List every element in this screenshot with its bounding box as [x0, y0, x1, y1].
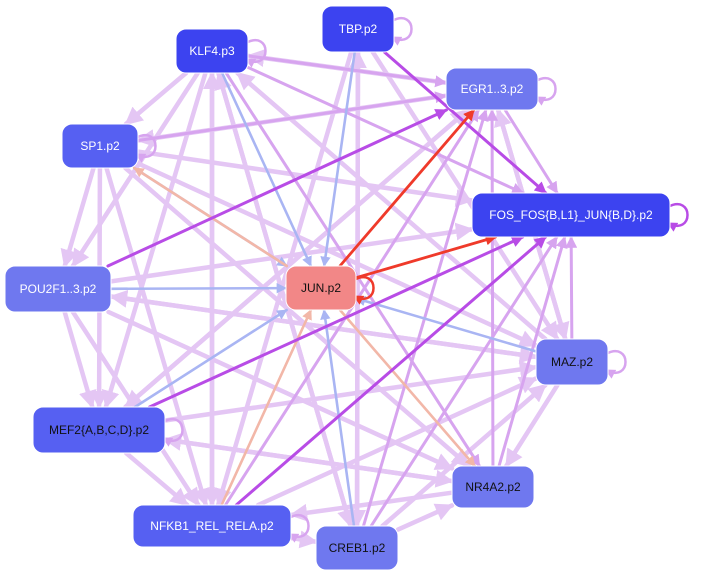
edge-klf4-to-jun: [220, 71, 313, 268]
node-label-egr: EGR1..3.p2: [461, 82, 524, 96]
node-jun[interactable]: JUN.p2: [285, 265, 357, 311]
edge-jun-to-nr4: [338, 308, 477, 468]
node-sp1[interactable]: SP1.p2: [61, 123, 139, 169]
edge-tbp-to-fos: [382, 50, 548, 195]
node-box-jun: [285, 265, 357, 311]
edge-klf4-to-fos: [246, 65, 525, 195]
edge-creb-to-maz: [380, 382, 548, 529]
edge-mef-to-nfkb: [123, 450, 190, 508]
self-loop-nfkb: [288, 514, 310, 543]
node-egr[interactable]: EGR1..3.p2: [445, 67, 539, 111]
edge-maz-to-nr4: [504, 382, 560, 469]
self-loop-mef: [162, 418, 184, 447]
edge-pou-to-egr: [106, 108, 448, 268]
edge-pou-to-jun: [109, 282, 288, 294]
edge-nfkb-to-jun: [220, 308, 313, 507]
edge-sp1-to-maz: [135, 161, 539, 348]
edge-jun-to-fos: [354, 234, 498, 280]
edge-nr4-to-egr: [486, 108, 499, 468]
edge-sp1-to-nr4: [123, 165, 472, 469]
edge-jun-to-sp1: [132, 166, 289, 268]
node-box-klf4: [175, 28, 249, 74]
self-loop-jun: [353, 276, 375, 305]
edge-sp1-to-pou: [60, 165, 96, 269]
edge-tbp-to-nfkb: [214, 49, 354, 508]
node-box-pou: [4, 265, 112, 313]
node-maz[interactable]: MAZ.p2: [535, 338, 609, 386]
node-klf4[interactable]: KLF4.p3: [175, 28, 249, 74]
node-label-tbp: TBP.p2: [339, 22, 378, 36]
node-fos[interactable]: FOS_FOS{B,L1}_JUN{B,D}.p2: [471, 192, 671, 238]
node-nr4[interactable]: NR4A2.p2: [451, 465, 535, 509]
edge-mef-to-maz: [162, 360, 539, 423]
edge-nfkb-to-fos: [234, 235, 548, 507]
edge-creb-to-tbp: [348, 49, 367, 529]
node-label-creb: CREB1.p2: [329, 541, 386, 555]
node-box-tbp: [321, 5, 395, 53]
node-label-nfkb: NFKB1_REL_RELA.p2: [150, 519, 274, 533]
edge-creb-to-fos: [369, 235, 559, 528]
node-label-mef: MEF2{A,B,C,D}.p2: [49, 423, 149, 437]
edge-mef-to-fos: [147, 235, 525, 409]
node-box-nfkb: [132, 504, 292, 548]
edge-pou-to-mef: [62, 309, 97, 410]
node-box-sp1: [61, 123, 139, 169]
node-mef[interactable]: MEF2{A,B,C,D}.p2: [32, 406, 166, 454]
node-box-egr: [445, 67, 539, 111]
node-label-jun: JUN.p2: [301, 281, 341, 295]
self-loop-tbp: [391, 17, 413, 46]
edge-klf4-to-mef: [101, 70, 208, 410]
node-label-pou: POU2F1..3.p2: [20, 282, 97, 296]
node-label-fos: FOS_FOS{B,L1}_JUN{B,D}.p2: [489, 208, 653, 222]
edge-mef-to-jun: [133, 308, 288, 409]
node-box-nr4: [451, 465, 535, 509]
node-creb[interactable]: CREB1.p2: [315, 525, 399, 571]
edge-egr-to-mef: [123, 107, 471, 410]
edge-nfkb-to-creb: [288, 530, 319, 549]
edge-sp1-to-egr: [136, 91, 448, 142]
self-loop-egr: [535, 77, 557, 106]
edge-nr4-to-mef: [162, 432, 455, 484]
edge-nfkb-to-maz: [255, 376, 539, 508]
node-nfkb[interactable]: NFKB1_REL_RELA.p2: [132, 504, 292, 548]
edge-egr-to-fos: [503, 108, 559, 195]
node-label-nr4: NR4A2.p2: [465, 480, 521, 494]
self-loop-layer: [135, 17, 689, 543]
edge-sp1-to-nfkb: [104, 165, 210, 508]
edge-jun-to-egr: [338, 108, 476, 268]
self-loop-fos: [667, 203, 689, 232]
edge-klf4-to-sp1: [123, 70, 189, 127]
node-box-fos: [471, 192, 671, 238]
node-layer: TBP.p2KLF4.p3EGR1..3.p2SP1.p2FOS_FOS{B,L…: [4, 5, 671, 571]
node-label-sp1: SP1.p2: [80, 139, 120, 153]
edge-creb-to-klf4: [214, 70, 353, 529]
edge-creb-to-jun: [320, 308, 356, 528]
edge-creb-to-nr4: [395, 503, 455, 532]
node-box-mef: [32, 406, 166, 454]
node-pou[interactable]: POU2F1..3.p2: [4, 265, 112, 313]
node-label-maz: MAZ.p2: [551, 355, 593, 369]
node-tbp[interactable]: TBP.p2: [321, 5, 395, 53]
self-loop-sp1: [135, 134, 157, 163]
node-box-maz: [535, 338, 609, 386]
node-label-klf4: KLF4.p3: [189, 44, 235, 58]
edge-layer: [60, 49, 578, 549]
node-box-creb: [315, 525, 399, 571]
edge-maz-to-fos: [565, 235, 578, 341]
edge-pou-to-fos: [108, 222, 475, 284]
self-loop-maz: [605, 350, 627, 379]
self-loop-klf4: [245, 39, 267, 68]
